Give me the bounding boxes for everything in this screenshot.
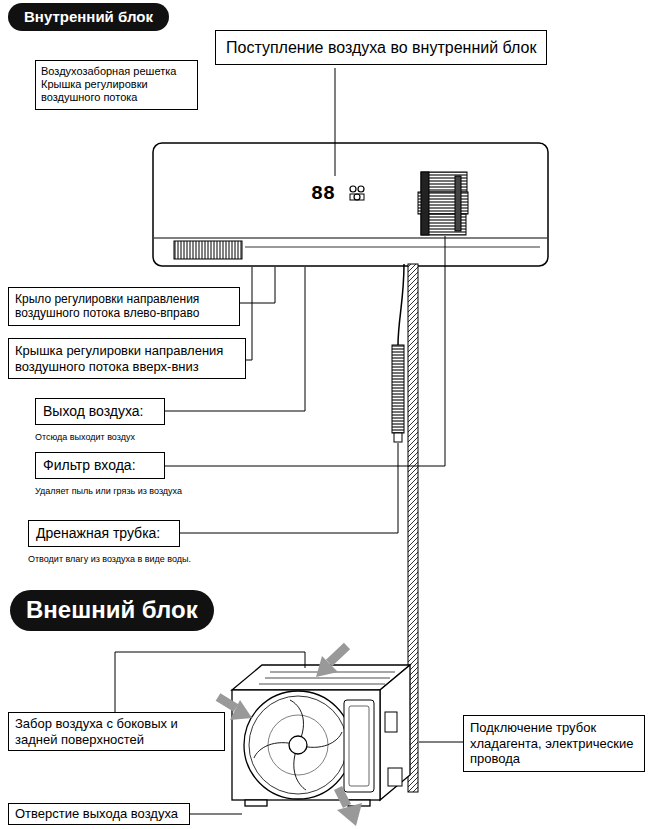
callout-text: Поступление воздуха во внутренний блок [226,38,536,57]
callout-description: Отсюда выходит воздух [35,432,165,443]
callout-box: Выход воздуха: Отсюда выходит воздух [35,398,165,443]
callout-text: Крышка регулировки воздушного потока [41,78,192,104]
callout-description: Удаляет пыль или грязь из воздуха [35,486,182,497]
display-digits: 88 [311,184,335,204]
callout-description: Отводит влагу из воздуха в виде воды. [28,554,191,565]
callout-text: Крыло регулировки направления воздушного… [15,292,233,321]
callout-box: Крышка регулировки направления воздушног… [8,338,246,379]
callout-text: Отверстие выхода воздуха [15,806,183,822]
heading-text: Внешний блок [26,596,198,625]
leader-line [115,68,463,814]
callout-box: Воздухозаборная решеткаКрышка регулировк… [35,60,198,110]
airflow-arrow [218,646,362,826]
callout-box: Отверстие выхода воздуха [8,803,190,825]
callout-box: Подключение трубок хладагента, электриче… [463,715,645,772]
callout-text: Воздухозаборная решетка [41,65,192,78]
section-heading: Внутренний блок [8,3,169,31]
callout-box: Фильтр входа: Удаляет пыль или грязь из в… [35,452,182,497]
callout-heading: Дренажная трубка: [28,520,180,547]
indoor-unit [153,143,548,266]
callout-text: Подключение трубок хладагента, электриче… [470,720,638,767]
outdoor-unit [232,665,410,806]
callout-text: Крышка регулировки направления воздушног… [15,343,239,374]
section-heading: Внешний блок [10,590,214,631]
callout-box: Крыло регулировки направления воздушного… [8,287,240,326]
heading-text: Внутренний блок [24,8,153,26]
callout-text: Забор воздуха с боковых и задней поверхн… [15,716,218,747]
filter-fins [418,172,468,235]
callout-heading: Выход воздуха: [35,398,165,425]
callout-box: Поступление воздуха во внутренний блок [215,30,547,65]
callout-box: Забор воздуха с боковых и задней поверхн… [8,712,225,751]
callout-box: Дренажная трубка: Отводит влагу из воздух… [28,520,191,565]
callout-heading: Фильтр входа: [35,452,165,479]
